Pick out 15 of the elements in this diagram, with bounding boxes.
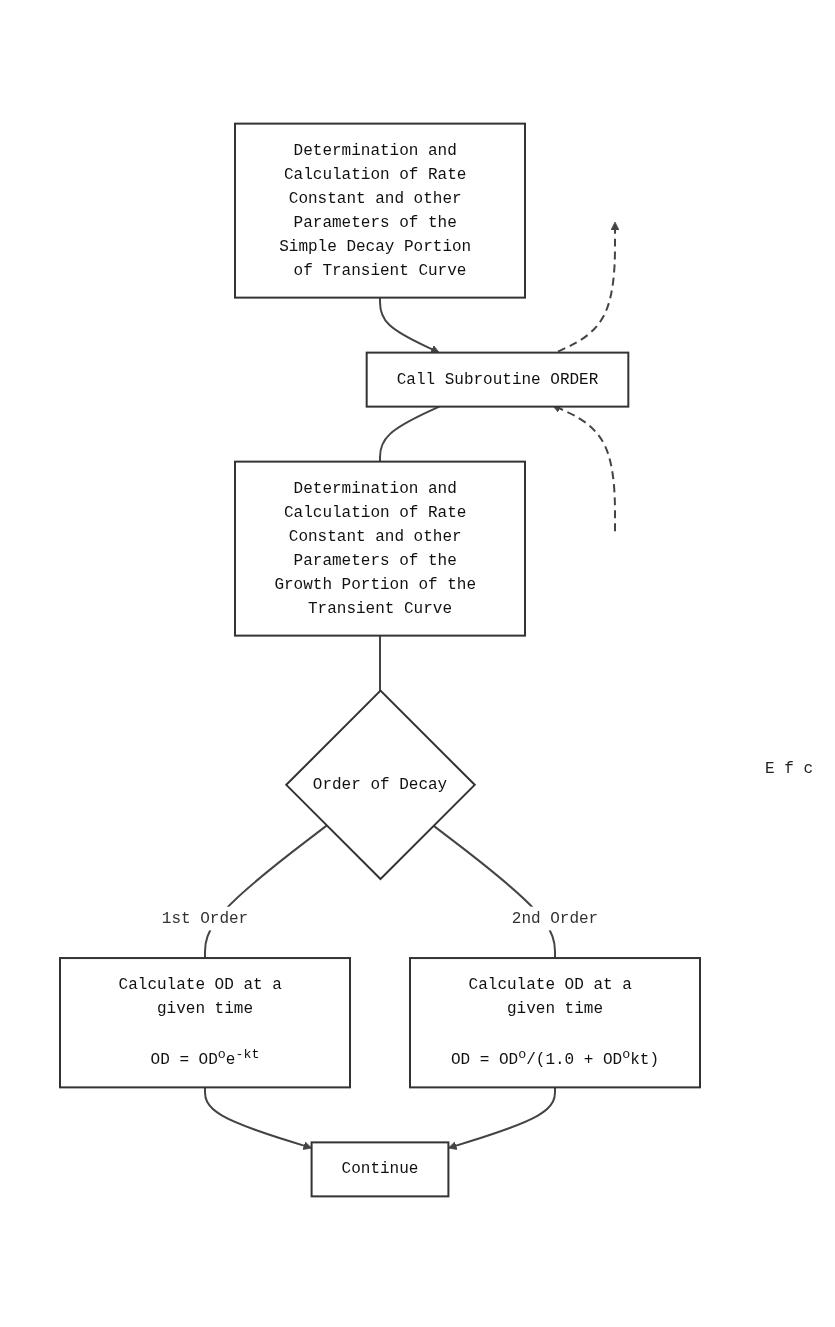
node-box: Continue	[310, 1141, 450, 1198]
edge-label: 1st Order	[161, 909, 249, 928]
node-box: Determination and Calculation of Rate Constant and other Parameters of the Growth Portion of the Transient Curve	[234, 460, 526, 637]
arrow	[448, 1086, 556, 1150]
arrow	[379, 296, 440, 354]
connector	[379, 634, 381, 692]
node-box: Call Subroutine ORDER	[365, 351, 630, 408]
edge-label: 2nd Order	[511, 909, 599, 928]
node-diamond: Order of Decay	[284, 689, 477, 881]
arrow	[204, 1086, 312, 1150]
node-box: Determination and Calculation of Rate Constant and other Parameters of the Simple Decay Portion of Transient Curve	[234, 122, 526, 299]
connector	[379, 405, 441, 463]
note-text: E f c	[765, 760, 814, 778]
node-box: Calculate OD at a given time OD = OD$^{o}$e$^{-kt}$	[59, 957, 351, 1089]
node-box: Calculate OD at a given time OD = OD$^{o}$/(1.0 + OD$^{o}$kt)	[409, 957, 701, 1089]
